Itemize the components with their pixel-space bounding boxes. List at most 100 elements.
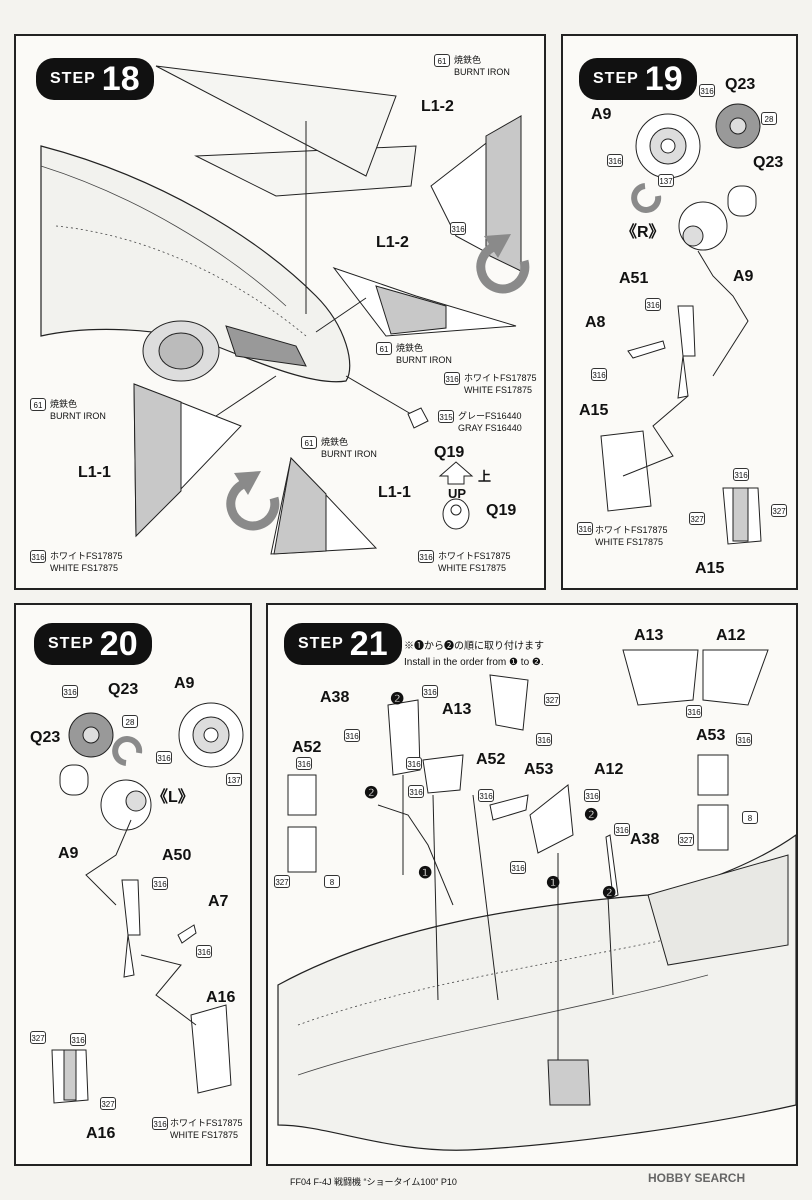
paint-code-316: 316 xyxy=(736,733,752,746)
paint-code-61: 61 xyxy=(376,342,392,355)
part-label-a50: A50 xyxy=(162,847,192,864)
part-label-q23: Q23 xyxy=(753,154,784,171)
paint-code-315: 315 xyxy=(438,410,454,423)
part-label-q23: Q23 xyxy=(30,729,61,746)
paint-code-316: 316 xyxy=(408,785,424,798)
paint-note-en: WHITE FS17875 xyxy=(595,537,664,547)
paint-note-jp: ホワイトFS17875 xyxy=(170,1118,243,1128)
paint-code-28: 28 xyxy=(761,112,777,125)
paint-code-327: 327 xyxy=(771,504,787,517)
step-19-panel: STEP 19 A9 Q23 Q23 《R》 A9 A51 A8 A15 A15… xyxy=(561,34,798,590)
paint-note-en: BURNT IRON xyxy=(50,411,106,421)
paint-code-327: 327 xyxy=(100,1097,116,1110)
part-label-a16: A16 xyxy=(86,1125,116,1142)
paint-code-316: 316 xyxy=(152,1117,168,1130)
part-label-q19-b: Q19 xyxy=(486,502,517,519)
paint-note-en: WHITE FS17875 xyxy=(50,563,119,573)
step-word: STEP xyxy=(48,635,94,652)
paint-code-8: 8 xyxy=(324,875,340,888)
part-label-a9: A9 xyxy=(733,268,754,285)
paint-code-316: 316 xyxy=(344,729,360,742)
paint-note-jp: グレーFS16440 xyxy=(458,411,522,421)
paint-code-8: 8 xyxy=(742,811,758,824)
paint-code-327: 327 xyxy=(30,1031,46,1044)
up-en-label: UP xyxy=(448,486,467,501)
step-19-badge: STEP 19 xyxy=(579,58,697,100)
part-label-a52: A52 xyxy=(476,751,506,768)
paint-note-jp: ホワイトFS17875 xyxy=(438,551,511,561)
step-21-panel: STEP 21 ※❶から❷の順に取り付けます Install in the or… xyxy=(266,603,798,1166)
paint-code-61: 61 xyxy=(301,436,317,449)
paint-code-316: 316 xyxy=(450,222,466,235)
part-label-a12: A12 xyxy=(716,627,746,644)
watermark: HOBBY SEARCH xyxy=(648,1171,746,1185)
paint-note-en: WHITE FS17875 xyxy=(170,1130,239,1140)
part-label-q23: Q23 xyxy=(108,681,139,698)
part-label-l1-1-left: L1-1 xyxy=(78,464,111,481)
paint-code-316: 316 xyxy=(30,550,46,563)
paint-code-316: 316 xyxy=(510,861,526,874)
paint-code-316: 316 xyxy=(686,705,702,718)
paint-code-316: 316 xyxy=(478,789,494,802)
order-mark-1: ❶ xyxy=(418,865,433,882)
paint-code-316: 316 xyxy=(577,522,593,535)
part-label-a53: A53 xyxy=(524,761,554,778)
paint-note-jp: ホワイトFS17875 xyxy=(595,525,668,535)
paint-code-316: 316 xyxy=(156,751,172,764)
paint-code-327: 327 xyxy=(274,875,290,888)
paint-code-316: 316 xyxy=(733,468,749,481)
paint-code-316: 316 xyxy=(607,154,623,167)
step-18-panel: STEP 18 xyxy=(14,34,546,590)
order-mark-1: ❶ xyxy=(546,875,561,892)
paint-code-61: 61 xyxy=(434,54,450,67)
step-number: 20 xyxy=(99,624,138,663)
part-label-a12: A12 xyxy=(594,761,624,778)
paint-note-en: BURNT IRON xyxy=(454,67,510,77)
step-word: STEP xyxy=(50,70,96,87)
step-number: 18 xyxy=(101,59,140,98)
paint-note-en: BURNT IRON xyxy=(396,355,452,365)
step-20-drawing xyxy=(51,702,244,1104)
part-label-a13: A13 xyxy=(634,627,664,644)
step-20-badge: STEP 20 xyxy=(34,623,152,665)
page-footer: FF04 F-4J 戦闘機 “ショータイム100” P10 xyxy=(290,1177,457,1187)
step-number: 19 xyxy=(644,59,683,98)
part-label-a9: A9 xyxy=(58,845,79,862)
part-label-a15: A15 xyxy=(579,402,609,419)
paint-note-jp: 焼鉄色 xyxy=(50,399,78,409)
paint-code-316: 316 xyxy=(196,945,212,958)
order-mark-2: ❷ xyxy=(364,785,379,802)
step-number: 21 xyxy=(349,624,388,663)
step-18-drawing xyxy=(40,65,530,555)
part-label-q19-a: Q19 xyxy=(434,444,465,461)
part-label-q23: Q23 xyxy=(725,76,756,93)
side-label-left: 《L》 xyxy=(152,789,194,806)
part-label-a7: A7 xyxy=(208,893,229,910)
part-label-a8: A8 xyxy=(585,314,606,331)
paint-note-jp: 焼鉄色 xyxy=(396,343,424,353)
part-label-a51: A51 xyxy=(619,270,649,287)
paint-note-en: WHITE FS17875 xyxy=(464,385,533,395)
paint-code-316: 316 xyxy=(444,372,460,385)
paint-code-316: 316 xyxy=(422,685,438,698)
paint-code-316: 316 xyxy=(296,757,312,770)
step-20-panel: STEP 20 Q23 A9 Q23 《L》 A9 A50 A7 A16 A16… xyxy=(14,603,252,1166)
step-21-badge: STEP 21 xyxy=(284,623,402,665)
part-label-l1-1-right: L1-1 xyxy=(378,484,411,501)
paint-note-en: BURNT IRON xyxy=(321,449,377,459)
part-label-a38: A38 xyxy=(320,689,350,706)
paint-code-316: 316 xyxy=(645,298,661,311)
part-label-l1-2-top: L1-2 xyxy=(421,98,454,115)
paint-note-jp: ホワイトFS17875 xyxy=(50,551,123,561)
paint-code-327: 327 xyxy=(544,693,560,706)
part-label-a9: A9 xyxy=(591,106,612,123)
step-18-badge: STEP 18 xyxy=(36,58,154,100)
paint-code-316: 316 xyxy=(536,733,552,746)
step-word: STEP xyxy=(298,635,344,652)
part-label-l1-2-mid: L1-2 xyxy=(376,234,409,251)
instruction-jp: ※❶から❷の順に取り付けます xyxy=(404,641,544,652)
order-mark-2: ❷ xyxy=(390,691,405,708)
paint-code-28: 28 xyxy=(122,715,138,728)
paint-code-316: 316 xyxy=(418,550,434,563)
paint-note-jp: ホワイトFS17875 xyxy=(464,373,537,383)
